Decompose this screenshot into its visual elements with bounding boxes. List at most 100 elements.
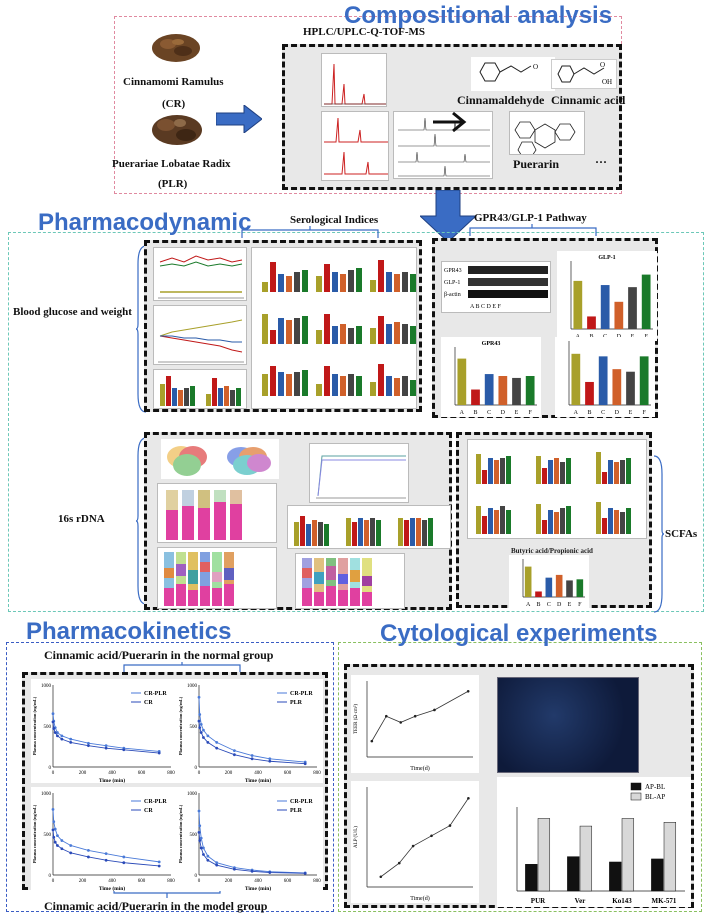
data-point — [448, 824, 452, 827]
glp1-bar-chart: GLP-1ABCDEF — [557, 251, 657, 341]
y-axis-label: Plasma concentration (ng/mL) — [178, 804, 183, 863]
bar — [579, 825, 593, 892]
data-point — [52, 727, 56, 730]
scfas-label: SCFAs — [665, 528, 698, 540]
bar — [484, 374, 494, 405]
y-tick-label: 0 — [195, 766, 198, 771]
pharmacokinetics-title: Pharmacokinetics — [26, 618, 232, 645]
x-tick-label: 400 — [108, 771, 116, 776]
structure-puerarin — [509, 111, 585, 155]
bar — [525, 864, 538, 892]
arrow-down-icon — [420, 190, 476, 242]
data-point — [56, 734, 59, 738]
legend-swatch — [630, 792, 642, 801]
x-axis-label: Time (min) — [99, 885, 125, 891]
weight-line-chart — [153, 305, 247, 365]
bar — [614, 301, 624, 329]
bar — [626, 371, 635, 405]
arrow-right-black-icon — [433, 111, 467, 133]
svg-text:O: O — [533, 63, 538, 71]
genus-stacked-bars-2 — [295, 553, 405, 609]
data-point — [53, 840, 57, 844]
y-tick-label: 0 — [49, 874, 52, 879]
data-point — [199, 846, 203, 850]
bar — [576, 579, 584, 597]
series-line — [52, 721, 160, 754]
data-point — [69, 844, 73, 847]
data-point — [51, 828, 55, 832]
series-line — [371, 690, 469, 742]
teer-line-chart: Time(d)TEER (Ω·cm²) — [351, 675, 479, 773]
data-point — [122, 748, 126, 752]
tick-label: C — [487, 410, 491, 416]
data-point — [60, 734, 64, 738]
y-tick-label: 500 — [190, 725, 198, 730]
chart-bg — [31, 679, 177, 783]
compound-cinnamaldehyde: Cinnamaldehyde — [457, 93, 545, 107]
herb1-abbr: (CR) — [162, 98, 186, 110]
structure-cinnamaldehyde: O — [471, 57, 555, 91]
x-tick-label: 200 — [79, 879, 87, 884]
blood-glucose-bracket — [136, 244, 148, 414]
data-point — [206, 854, 210, 858]
wb-label-actin: β-actin — [444, 292, 461, 298]
legend-label: AP-BL — [645, 783, 665, 791]
data-point — [69, 737, 73, 741]
chromatogram-2 — [321, 111, 389, 181]
bar — [512, 377, 521, 405]
data-point — [104, 744, 108, 748]
bar — [587, 316, 596, 329]
data-point — [199, 722, 203, 726]
genus-stacked-bars-1 — [157, 547, 277, 609]
tick-label: Ko143 — [612, 897, 632, 905]
herb2-name: Puerariae Lobatae Radix — [112, 158, 231, 170]
rdna-bracket — [136, 436, 148, 606]
data-point — [202, 846, 205, 850]
y-tick-label: 500 — [44, 725, 52, 730]
x-tick-label: 800 — [313, 771, 321, 776]
data-point — [51, 720, 55, 724]
bar — [571, 353, 581, 405]
data-point — [197, 830, 201, 834]
x-tick-label: 0 — [52, 771, 55, 776]
bar — [628, 287, 637, 329]
data-point — [87, 744, 90, 748]
x-tick-label: 600 — [284, 879, 292, 884]
x-tick-label: 400 — [254, 771, 262, 776]
data-point — [198, 713, 202, 716]
data-point — [157, 751, 161, 755]
legend-label: PLR — [290, 700, 303, 706]
wb-group-letters: A B C D E F — [470, 304, 502, 310]
data-point — [104, 746, 108, 750]
structure-cinnamic-acid: OH O — [551, 59, 617, 89]
x-tick-label: 600 — [138, 771, 146, 776]
x-tick-label: 600 — [284, 771, 292, 776]
data-point — [53, 827, 57, 831]
x-tick-label: 200 — [79, 771, 87, 776]
data-point — [379, 875, 383, 879]
bar — [457, 358, 467, 405]
arrow-right-icon — [216, 105, 262, 133]
bar — [537, 818, 551, 892]
normal-group-label: Cinnamic acid/Puerarin in the normal gro… — [44, 648, 274, 662]
x-tick-label: 800 — [167, 771, 175, 776]
cytological-frame — [338, 642, 702, 912]
series-line — [198, 697, 306, 763]
data-point — [411, 844, 415, 848]
data-point — [157, 860, 161, 864]
compound-puerarin: Puerarin — [513, 157, 559, 171]
data-point — [104, 858, 108, 862]
data-point — [197, 719, 201, 723]
series-line — [198, 832, 306, 874]
data-point — [268, 757, 272, 761]
bar — [621, 818, 635, 892]
chart-bg — [177, 679, 323, 783]
model-group-label: Cinnamic acid/Puerarin in the model grou… — [44, 899, 268, 913]
lipid-bars-group — [153, 369, 247, 409]
legend-label: PLR — [290, 808, 303, 814]
